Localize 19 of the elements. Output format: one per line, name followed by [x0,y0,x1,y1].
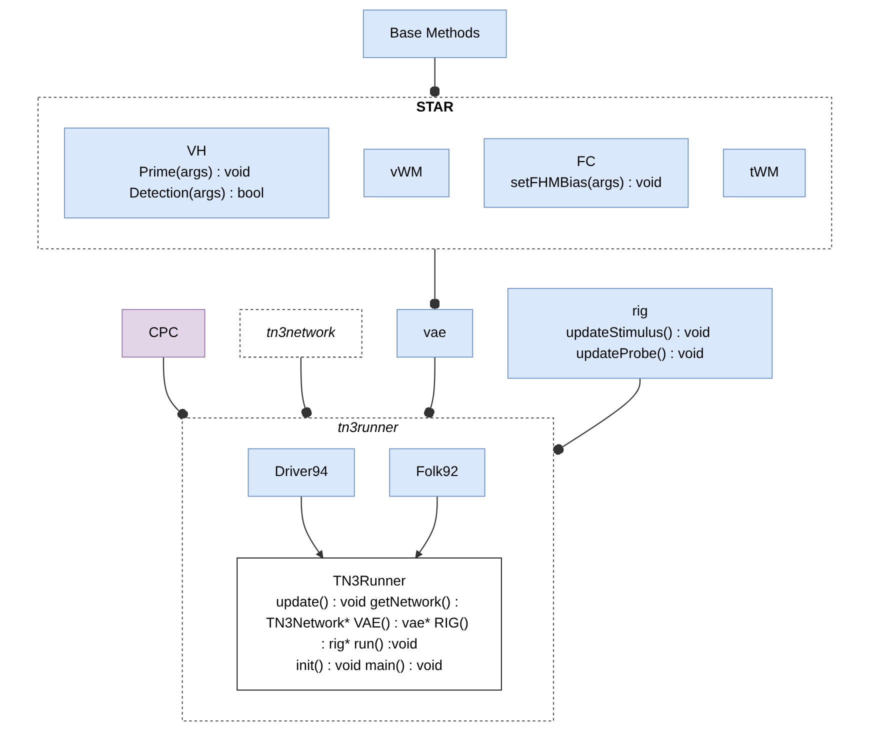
connector [300,356,312,418]
arrow [300,496,324,558]
node-box: TN3Runner update() : void getNetwork() : TN3Network* VAE() : vae* RIG() : rig* run() :void init() : void main() : void [236,557,502,690]
node-box: CPC [122,308,206,358]
connector [163,356,188,419]
node-box: tWM [723,148,806,197]
node-box: Base Methods [363,9,507,58]
connector [430,57,440,97]
node-box: Driver94 [248,448,355,496]
connector [430,248,440,310]
node-box: Folk92 [389,448,486,496]
node-box: vWM [364,148,450,197]
connector [553,378,641,454]
connector [424,356,436,418]
node-box: VH Prime(args) : void Detection(args) : bool [64,127,330,218]
node-box: vae [396,308,474,358]
node-box: rig updateStimulus() : void updateProbe() : void [508,287,773,378]
node-box: FC setFHMBias(args) : void [484,138,689,208]
arrow [415,496,438,558]
